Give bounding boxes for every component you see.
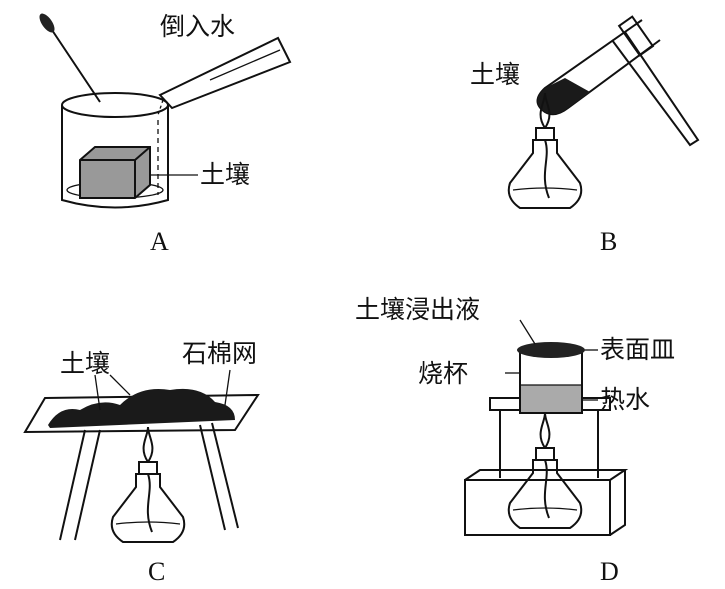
soil-extract-label: 土壤浸出液 <box>355 295 480 324</box>
soil-pile <box>48 388 235 428</box>
graduated-cylinder <box>157 36 292 116</box>
pour-water-label: 倒入水 <box>160 12 235 41</box>
test-tube <box>536 19 661 116</box>
beaker-d <box>517 342 585 414</box>
panel-d: 土壤浸出液 表面皿 烧杯 热水 D <box>355 295 675 586</box>
caption-d: D <box>600 557 619 586</box>
caption-b: B <box>600 227 617 256</box>
soil-label-a: 土壤 <box>200 160 250 189</box>
panel-a: 倒入水 土壤 A <box>39 12 292 256</box>
stand-legs <box>499 410 599 478</box>
soil-block <box>79 146 151 199</box>
test-tube-holder <box>611 15 700 147</box>
soil-label-c: 土壤 <box>60 349 110 378</box>
watch-glass <box>517 342 585 358</box>
dropper <box>39 13 101 103</box>
asbestos-net-label: 石棉网 <box>182 339 257 368</box>
hot-water-label: 热水 <box>600 385 650 414</box>
watch-glass-label: 表面皿 <box>600 335 675 364</box>
alcohol-lamp-c <box>110 426 186 543</box>
caption-a: A <box>150 227 169 256</box>
caption-c: C <box>148 557 165 586</box>
tripod-legs <box>59 422 239 541</box>
panel-b: 土壤 B <box>470 15 700 256</box>
soil-label-b: 土壤 <box>470 60 520 89</box>
beaker-label: 烧杯 <box>418 359 468 388</box>
panel-c: 土壤 石棉网 C <box>23 339 260 586</box>
